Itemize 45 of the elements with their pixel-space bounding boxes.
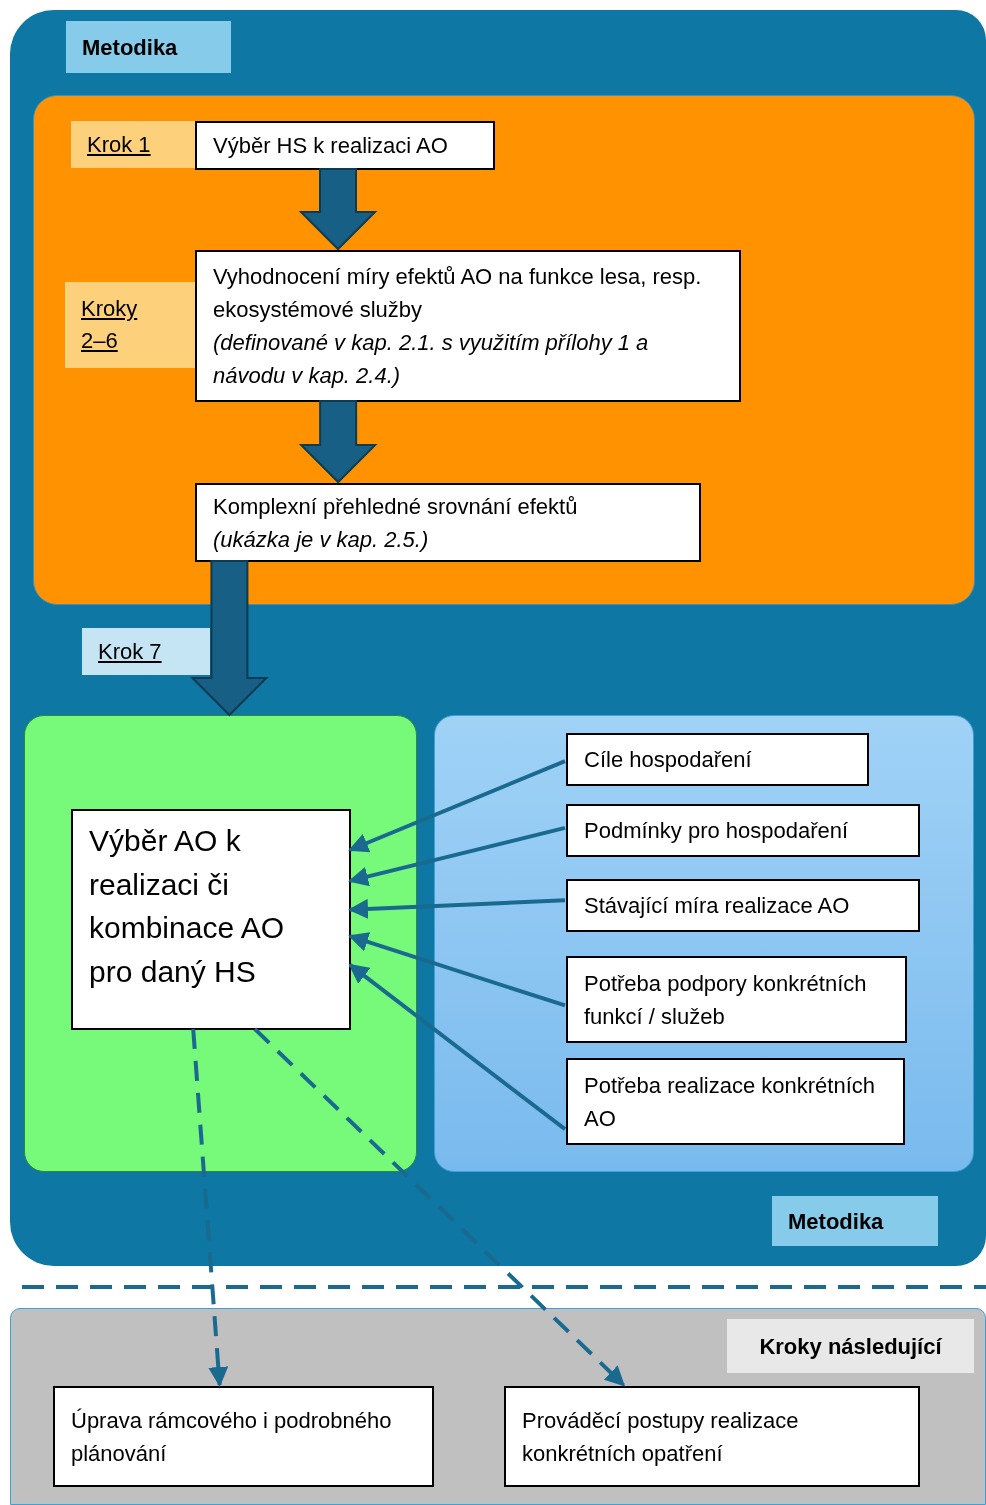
step-label: Krok 1 (71, 121, 195, 168)
section-title: Metodika (772, 1196, 938, 1246)
box-text: Úprava rámcového i podrobného plánování (71, 1406, 393, 1468)
reference-note: (ukázka je v kap. 2.5.) (213, 525, 430, 554)
arrow (348, 825, 566, 887)
input-box (566, 733, 869, 786)
process-box (195, 483, 701, 562)
box-text: Cíle hospodaření (584, 746, 753, 774)
arrow (348, 898, 566, 919)
section-panel (434, 715, 974, 1172)
process-box (504, 1386, 920, 1487)
block-arrow (190, 560, 269, 717)
box-text: Podmínky pro hospodaření (584, 817, 850, 845)
section-panel (10, 10, 986, 1266)
box-text: Stávající míra realizace AO (584, 892, 851, 920)
process-box (53, 1386, 434, 1487)
input-box (566, 1058, 905, 1145)
arrow (253, 1027, 626, 1387)
process-box (195, 250, 741, 402)
box-text: Vyhodnocení míry efektů AO na funkce lesa, resp. ekosystémové služby (213, 263, 703, 324)
arrow (191, 1028, 229, 1387)
process-box (195, 121, 495, 170)
process-box (71, 809, 351, 1030)
section-panel (33, 95, 975, 605)
arrow (348, 963, 567, 1131)
section-panel (10, 1308, 986, 1505)
box-text: Prováděcí postupy realizace konkrétních opatření (522, 1406, 800, 1468)
reference-note: (definované v kap. 2.1. s využitím přílohy 1 a návodu v kap. 2.4.) (213, 329, 650, 390)
input-box (566, 804, 920, 857)
arrow (348, 759, 566, 853)
step-label: Kroky 2–6 (65, 282, 195, 368)
section-panel (24, 715, 417, 1172)
step-label: Krok 7 (82, 628, 210, 675)
box-text: Výběr AO k realizaci či kombinace AO pro daný HS (89, 823, 286, 990)
block-arrow (298, 168, 378, 251)
box-text: Komplexní přehledné srovnání efektů (213, 492, 579, 521)
section-title: Kroky následující (727, 1319, 974, 1373)
block-arrow (298, 400, 378, 484)
section-title: Metodika (66, 21, 231, 73)
box-text: Potřeba realizace konkrétních AO (584, 1071, 877, 1133)
box-text: Potřeba podpory konkrétních funkcí / služeb (584, 969, 868, 1031)
input-box (566, 879, 920, 932)
box-text: Výběr HS k realizaci AO (213, 132, 449, 160)
arrow (348, 932, 566, 1008)
input-box (566, 956, 907, 1043)
